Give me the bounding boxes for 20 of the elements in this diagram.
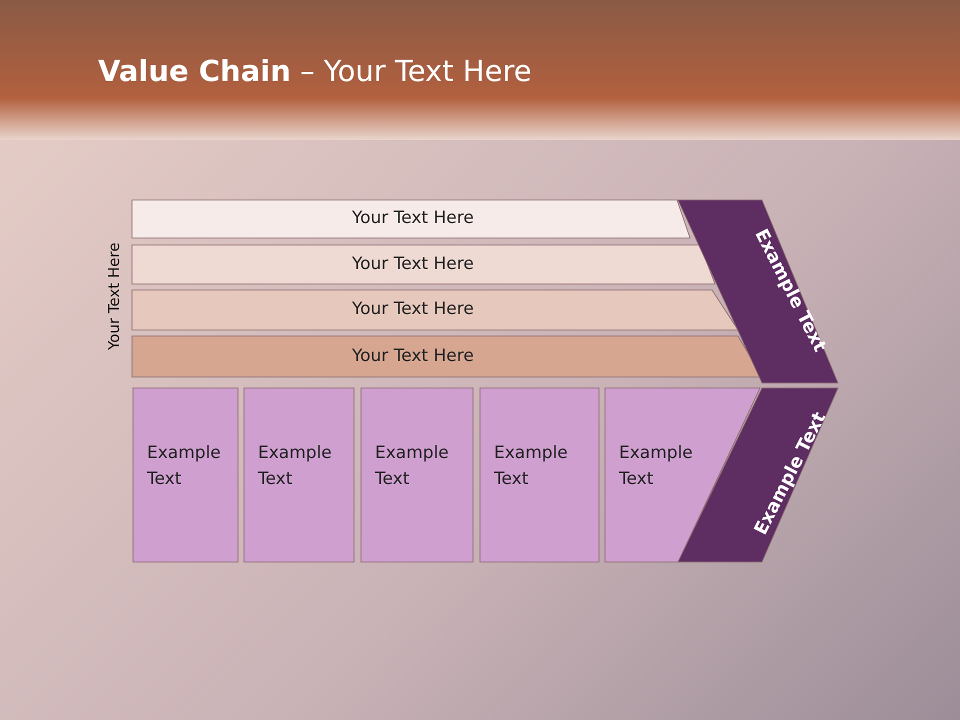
activity-label: Example Text (619, 442, 694, 491)
band-label: Your Text Here (352, 254, 474, 274)
activity-box (361, 388, 473, 562)
chevron-shape (678, 200, 838, 383)
band-shape (132, 336, 762, 377)
axis-label: Your Text Here (105, 242, 123, 350)
band-shape (132, 245, 715, 284)
activity-label: Example Text (494, 442, 569, 491)
activity-box (480, 388, 599, 562)
band-shape (132, 290, 738, 330)
band-label: Your Text Here (352, 299, 474, 319)
activity-box (133, 388, 238, 562)
activity-box (244, 388, 354, 562)
activity-label: Example Text (147, 442, 222, 491)
band-label: Your Text Here (352, 208, 474, 228)
activity-label: Example Text (258, 442, 333, 491)
band-shape (132, 200, 690, 238)
band-label: Your Text Here (352, 346, 474, 366)
slide-title: Value Chain – Your Text Here (98, 54, 532, 88)
activity-label: Example Text (375, 442, 450, 491)
